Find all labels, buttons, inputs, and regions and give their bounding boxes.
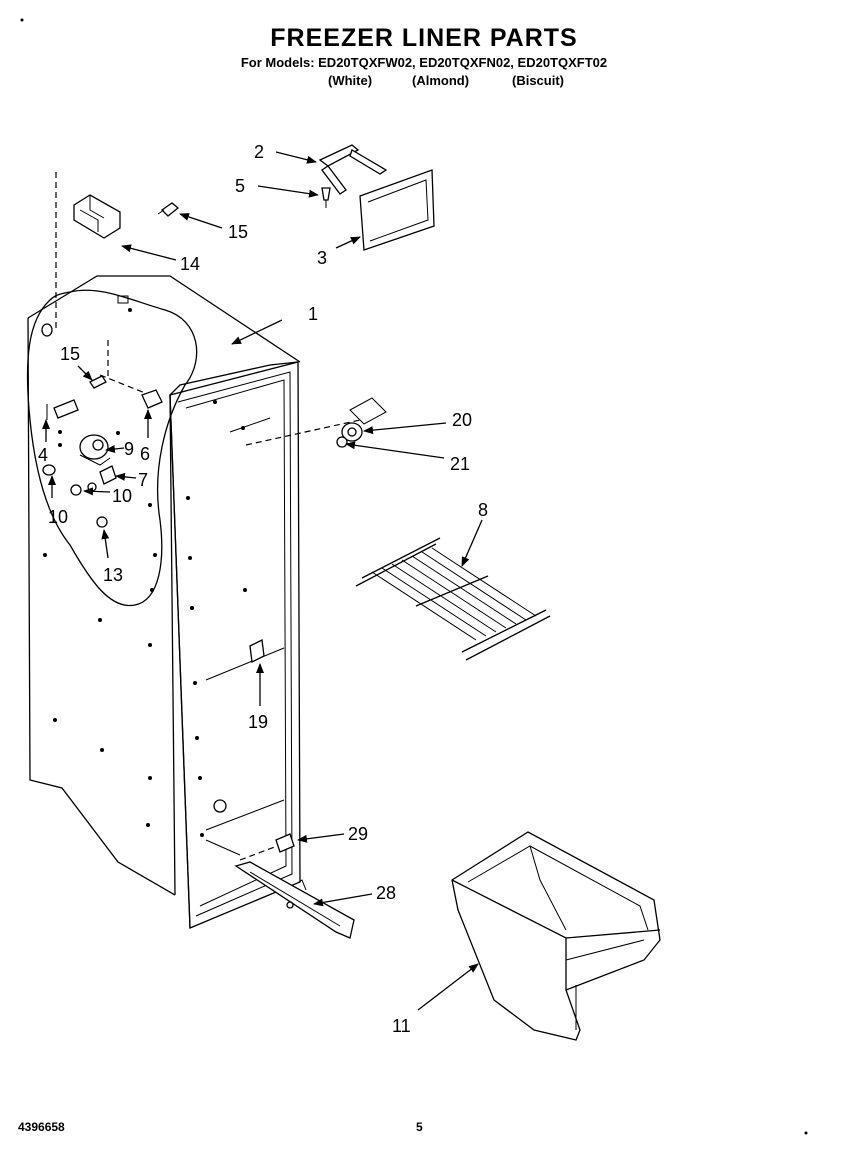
- callout-28: 28: [376, 883, 396, 903]
- corner-mark: [20, 18, 24, 22]
- callout-21: 21: [450, 454, 470, 474]
- dashed-leader: [99, 374, 151, 396]
- callout-3: 3: [317, 248, 327, 268]
- part-28-rail: [234, 861, 355, 939]
- callout-5: 5: [235, 176, 245, 196]
- variant-biscuit: (Biscuit): [512, 73, 564, 88]
- callout-29: 29: [348, 824, 368, 844]
- callout-14: 14: [180, 254, 200, 274]
- part-6-clip: [141, 389, 163, 409]
- page-number: 5: [416, 1120, 423, 1134]
- part-11-ice-bin: [451, 831, 661, 1041]
- models-line: For Models: ED20TQXFW02, ED20TQXFN02, ED…: [240, 55, 608, 70]
- dashed-leader: [239, 844, 281, 861]
- callout-11: 11: [392, 1016, 411, 1036]
- callout-20: 20: [452, 410, 472, 430]
- part-4-screw: [42, 464, 56, 476]
- part-2-bracket: [318, 144, 388, 195]
- callout-10: 10: [112, 486, 132, 506]
- part-9-thermostat: [79, 434, 111, 466]
- part-20-damper: [341, 397, 387, 442]
- callout-19: 19: [248, 712, 268, 732]
- callout-4: 4: [38, 445, 48, 465]
- part-label-plate: [46, 399, 79, 420]
- callout-2: 2: [254, 142, 264, 162]
- part-15-screw: [157, 202, 180, 217]
- variant-almond: (Almond): [412, 73, 470, 88]
- part-3-light-shield: [359, 169, 435, 251]
- callout-15: 15: [60, 344, 80, 364]
- callout-15: 15: [228, 222, 248, 242]
- document-number: 4396658: [18, 1120, 65, 1134]
- freezer-liner: [26, 275, 301, 929]
- callout-1: 1: [308, 304, 318, 324]
- callout-7: 7: [138, 470, 148, 490]
- part-15-screw-left: [89, 375, 107, 389]
- part-14-bracket: [73, 194, 121, 239]
- callout-arrows: [42, 151, 483, 1011]
- part-29-screw: [275, 833, 295, 853]
- part-5-screw: [321, 187, 331, 208]
- part-13-screw: [96, 516, 108, 528]
- callout-9: 9: [124, 439, 134, 459]
- part-21-screw: [336, 436, 348, 448]
- callout-10: 10: [48, 507, 68, 527]
- part-10-screw: [70, 482, 97, 496]
- variant-white: (White): [328, 73, 373, 88]
- callout-8: 8: [478, 500, 488, 520]
- callout-6: 6: [140, 444, 150, 464]
- part-7-clip: [99, 465, 117, 485]
- diagram-title: FREEZER LINER PARTS: [270, 24, 578, 52]
- part-8-wire-shelf: [355, 537, 551, 661]
- callout-13: 13: [103, 565, 123, 585]
- corner-mark: [804, 1131, 808, 1135]
- part-19-latch: [249, 639, 265, 663]
